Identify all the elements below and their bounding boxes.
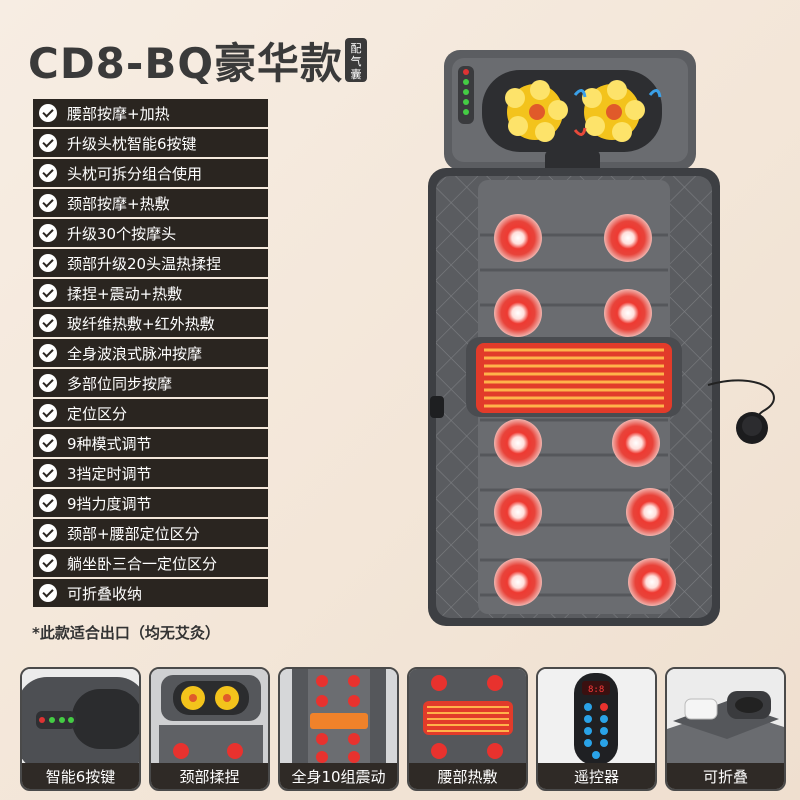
badge-char: 气 [350,54,362,68]
massage-nodes [494,214,676,606]
thumb-heating[interactable]: 腰部热敷 [407,667,528,791]
feature-item: 颈部+腰部定位区分 [33,519,268,547]
feature-label: 揉捏+震动+热敷 [67,284,183,303]
remote-control-icon: 8:8 [538,669,655,765]
thumb-label: 遥控器 [538,763,655,789]
feature-label: 3挡定时调节 [67,464,152,483]
thumb-neck-kneading[interactable]: 颈部揉捏 [149,667,270,791]
feature-thumbnails: 智能6按键 颈部揉捏 全身10组震动 [20,667,790,793]
massage-node [494,488,542,536]
feature-item: 3挡定时调节 [33,459,268,487]
feature-item: 多部位同步按摩 [33,369,268,397]
feature-label: 升级头枕智能6按键 [67,134,197,153]
heating-pad-icon [409,669,526,765]
check-icon [39,134,57,152]
check-icon [39,434,57,452]
control-buttons-icon [22,669,139,765]
thumb-control-buttons[interactable]: 智能6按键 [20,667,141,791]
airbag-badge: 配 气 囊 [345,38,367,82]
feature-item: 头枕可拆分组合使用 [33,159,268,187]
head-pillow [444,50,696,170]
thumb-label: 颈部揉捏 [151,763,268,789]
neck-kneader-right [582,80,645,142]
feature-label: 玻纤维热敷+红外热敷 [67,314,215,333]
thumb-label: 智能6按键 [22,763,139,789]
thumb-foldable[interactable]: 可折叠 [665,667,786,791]
svg-text:8:8: 8:8 [588,685,604,695]
folded-mat-icon [667,669,784,765]
check-icon [39,314,57,332]
check-icon [39,254,57,272]
check-icon [39,464,57,482]
check-icon [39,404,57,422]
check-icon [39,584,57,602]
feature-item: 定位区分 [33,399,268,427]
neck-kneader-left [505,80,568,142]
feature-label: 颈部按摩+热敷 [67,194,170,213]
check-icon [39,224,57,242]
feature-list: 腰部按摩+加热 升级头枕智能6按键 头枕可拆分组合使用 颈部按摩+热敷 升级30… [33,99,268,609]
feature-item: 全身波浪式脉冲按摩 [33,339,268,367]
check-icon [39,104,57,122]
feature-label: 头枕可拆分组合使用 [67,164,203,183]
feature-item: 腰部按摩+加热 [33,99,268,127]
feature-item: 9挡力度调节 [33,489,268,517]
check-icon [39,494,57,512]
feature-label: 9种模式调节 [67,434,152,453]
thumb-label: 腰部热敷 [409,763,526,789]
massage-node [494,214,542,262]
feature-label: 腰部按摩+加热 [67,104,170,123]
feature-item: 升级30个按摩头 [33,219,268,247]
feature-item: 躺坐卧三合一定位区分 [33,549,268,577]
badge-char: 囊 [350,67,362,81]
feature-label: 9挡力度调节 [67,494,152,513]
check-icon [39,344,57,362]
feature-label: 颈部升级20头温热揉捏 [67,254,222,273]
feature-label: 升级30个按摩头 [67,224,177,243]
feature-item: 颈部升级20头温热揉捏 [33,249,268,277]
feature-label: 多部位同步按摩 [67,374,173,393]
massage-node [494,289,542,337]
thumb-label: 全身10组震动 [280,763,397,789]
massage-node [612,419,660,467]
thumb-label: 可折叠 [667,763,784,789]
check-icon [39,554,57,572]
feature-label: 可折叠收纳 [67,584,143,603]
check-icon [39,164,57,182]
air-pump [707,379,775,444]
feature-label: 全身波浪式脉冲按摩 [67,344,203,363]
export-note: *此款适合出口（均无艾灸） [32,624,220,642]
feature-label: 定位区分 [67,404,128,423]
massage-mat-illustration [428,50,775,626]
neck-kneading-icon [151,669,268,765]
badge-char: 配 [350,41,362,55]
check-icon [39,374,57,392]
vibration-nodes-icon [280,669,397,765]
feature-item: 揉捏+震动+热敷 [33,279,268,307]
massage-node [494,558,542,606]
feature-item: 升级头枕智能6按键 [33,129,268,157]
feature-item: 可折叠收纳 [33,579,268,607]
feature-label: 躺坐卧三合一定位区分 [67,554,218,573]
thumb-vibration[interactable]: 全身10组震动 [278,667,399,791]
product-title: CD8-BQ豪华款 [28,39,344,88]
massage-node [626,488,674,536]
thumb-remote[interactable]: 8:8 遥控器 [536,667,657,791]
massage-node [494,419,542,467]
massage-node [604,214,652,262]
feature-item: 9种模式调节 [33,429,268,457]
check-icon [39,284,57,302]
lumbar-heating-pad [466,337,682,417]
check-icon [39,194,57,212]
feature-label: 颈部+腰部定位区分 [67,524,200,543]
massage-node [604,289,652,337]
feature-item: 颈部按摩+热敷 [33,189,268,217]
massage-node [628,558,676,606]
feature-item: 玻纤维热敷+红外热敷 [33,309,268,337]
check-icon [39,524,57,542]
